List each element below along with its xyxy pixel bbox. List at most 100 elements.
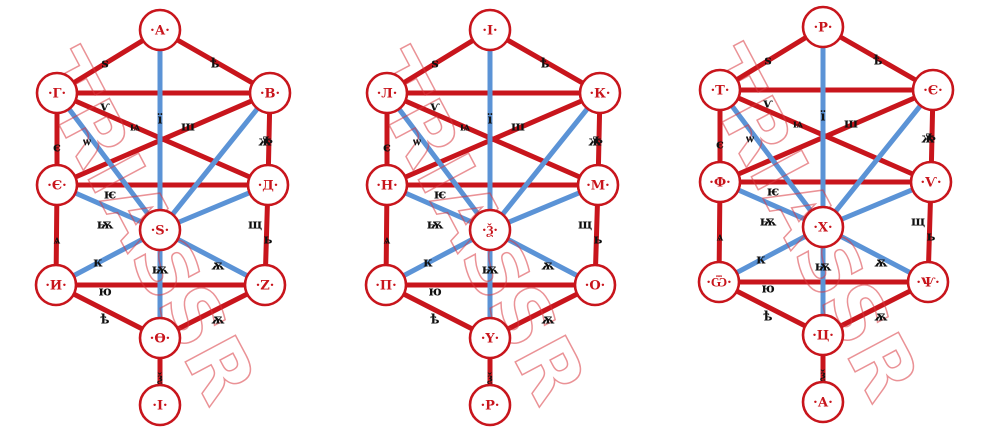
path-letter: ѭ xyxy=(760,215,777,230)
node-letter: ·Р· xyxy=(814,21,833,36)
path-letter: ѥ xyxy=(767,185,780,200)
path-letter: ї xyxy=(488,113,493,128)
node-circle xyxy=(697,260,741,304)
path-letter: к xyxy=(756,253,766,268)
node-letter: ·Л· xyxy=(377,87,398,102)
node-letter: ·А· xyxy=(813,396,833,411)
node-letter: ·Є· xyxy=(47,179,66,194)
blue-path-16 xyxy=(487,90,603,233)
path-letter: ѫ xyxy=(211,313,224,328)
node-circle xyxy=(801,5,845,49)
node-letter: ·Т· xyxy=(711,84,730,99)
path-letter: ї xyxy=(158,113,163,128)
node-circle xyxy=(911,68,955,112)
path-letter: ю xyxy=(428,285,441,300)
node-circle xyxy=(801,205,845,249)
node-letter: ·А· xyxy=(150,24,170,39)
path-letter: є xyxy=(53,141,61,156)
path-letter: ѕ xyxy=(764,54,771,69)
path-letter: ѯ xyxy=(486,371,492,386)
path-letter: ѯ xyxy=(156,371,162,386)
path-letter: ю xyxy=(98,285,111,300)
path-letter: ш xyxy=(511,120,525,135)
node-letter: ·Ѱ· xyxy=(916,276,939,291)
path-letter: ѫ xyxy=(211,259,224,274)
path-letter: ъ xyxy=(593,133,603,148)
path-letter: ѧ xyxy=(54,233,61,248)
node-circle xyxy=(801,313,845,357)
node-circle xyxy=(906,260,950,304)
path-letter: ѕ xyxy=(431,57,438,72)
path-letter: щ xyxy=(248,218,262,233)
blue-path-16 xyxy=(820,87,936,230)
node-letter: ·Р· xyxy=(481,399,500,414)
red-path-4 xyxy=(54,90,273,188)
path-letter: ѵ xyxy=(763,97,773,112)
path-letter: ѣ xyxy=(100,313,109,328)
node-letter: ·М· xyxy=(586,179,609,194)
red-path-4 xyxy=(717,87,936,185)
node-circle xyxy=(138,8,182,52)
path-letter: к xyxy=(93,256,103,271)
node-letter: ·В· xyxy=(260,87,280,102)
node-circle xyxy=(138,383,182,427)
node-letter: ·Є· xyxy=(923,84,942,99)
node-letter: ·Ѕ· xyxy=(151,224,169,239)
path-letter: щ xyxy=(578,218,592,233)
node-circle xyxy=(365,163,409,207)
node-letter: ·Ү· xyxy=(481,332,499,347)
node-circle xyxy=(698,160,742,204)
path-letter: ѵ xyxy=(100,100,110,115)
path-letter: ж xyxy=(588,135,601,150)
path-letter: ш xyxy=(844,117,858,132)
path-letter: ѯ xyxy=(819,368,825,383)
node-circle xyxy=(468,8,512,52)
node-letter: ·Х· xyxy=(813,221,832,236)
node-circle xyxy=(35,71,79,115)
node-circle xyxy=(468,383,512,427)
node-letter: ·Ѵ· xyxy=(921,176,942,191)
path-letter: ѕ xyxy=(101,57,108,72)
path-letter: ѩ xyxy=(793,117,803,132)
node-circle xyxy=(35,163,79,207)
path-letter: ъ xyxy=(263,133,273,148)
path-letter: ѣ xyxy=(873,54,882,69)
node-letter: ·Д· xyxy=(258,179,279,194)
path-letter: ѡ xyxy=(746,132,754,147)
node-circle xyxy=(578,71,622,115)
path-letter: є xyxy=(383,141,391,156)
node-letter: ·Ѿ· xyxy=(706,276,731,291)
path-letter: ѭ xyxy=(482,263,499,278)
path-letter: ѭ xyxy=(152,263,169,278)
path-letter: ѫ xyxy=(874,310,887,325)
path-letter: ѣ xyxy=(210,57,219,72)
path-letter: ш xyxy=(181,120,195,135)
path-letter: ь xyxy=(264,233,273,248)
node-letter: ·О· xyxy=(585,279,605,294)
node-letter: ·Ѯ· xyxy=(482,224,498,239)
path-letter: ъ xyxy=(926,130,936,145)
path-letter: ї xyxy=(821,110,826,125)
node-letter: ·Ѳ· xyxy=(150,332,170,347)
node-letter: ·І· xyxy=(482,24,497,39)
path-letter: є xyxy=(716,138,724,153)
blue-path-15 xyxy=(717,87,826,230)
path-letter: ѧ xyxy=(384,233,391,248)
node-circle xyxy=(138,316,182,360)
node-circle xyxy=(34,263,78,307)
node-circle xyxy=(248,71,292,115)
path-letter: ѵ xyxy=(430,100,440,115)
path-letter: ѣ xyxy=(430,313,439,328)
path-letter: щ xyxy=(911,215,925,230)
node-circle xyxy=(246,163,290,207)
blue-path-15 xyxy=(54,90,163,233)
node-circle xyxy=(909,160,953,204)
path-letter: ѭ xyxy=(815,260,832,275)
node-letter: ·Н· xyxy=(376,179,397,194)
blue-path-16 xyxy=(157,90,273,233)
node-circle xyxy=(576,163,620,207)
node-letter: ·П· xyxy=(375,279,396,294)
